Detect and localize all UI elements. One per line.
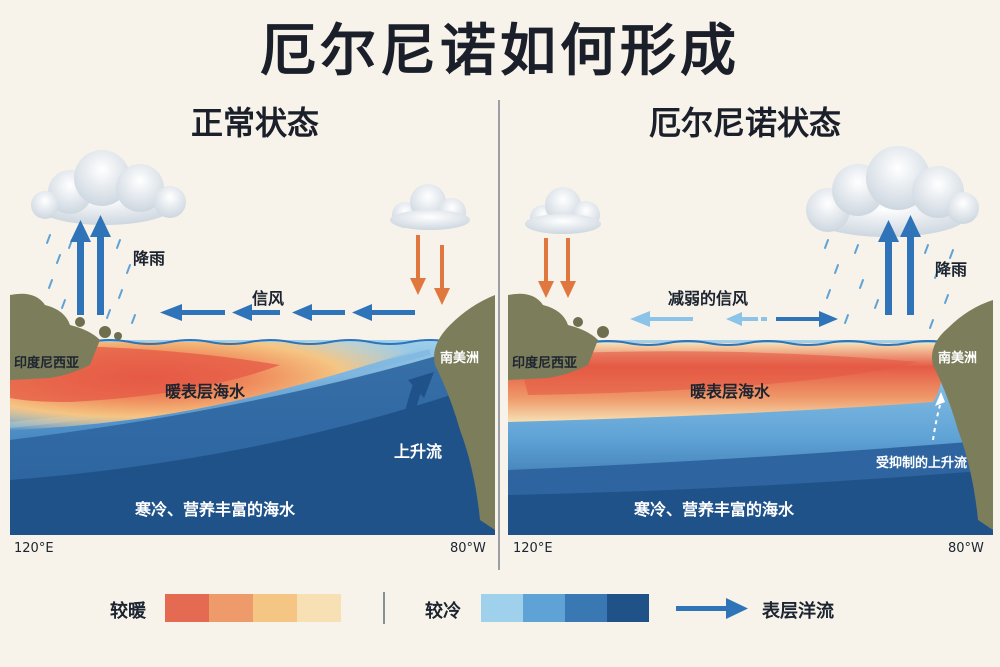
rain-drops	[824, 239, 954, 329]
legend-warm-swatch	[253, 594, 297, 622]
weakened-wind-arrows	[630, 311, 838, 327]
east-coord-normal: 80°W	[450, 541, 486, 556]
main-title: 厄尔尼诺如何形成	[260, 19, 740, 84]
west-landmass	[10, 293, 100, 380]
trade-wind-arrows	[160, 304, 415, 321]
cold-layer	[508, 470, 993, 535]
east-landmass	[434, 295, 495, 530]
warm-pool-core	[518, 351, 918, 395]
warm-water-label-elnino: 暖表层海水	[690, 382, 771, 401]
west-land-label-normal: 印度尼西亚	[14, 356, 80, 371]
dry-cloud-west	[525, 187, 601, 234]
normal-state-diagram	[10, 150, 495, 535]
cold-water-label-normal: 寒冷、营养丰富的海水	[135, 500, 296, 519]
west-coord-elnino: 120°E	[513, 541, 553, 556]
panel-title-normal: 正常状态	[190, 104, 319, 142]
east-land-label-elnino: 南美洲	[938, 351, 978, 366]
downdraft-arrows	[410, 235, 450, 305]
island	[597, 326, 609, 338]
legend-warm-swatch	[165, 594, 209, 622]
warm-water-label-normal: 暖表层海水	[165, 382, 246, 401]
west-land-label-elnino: 印度尼西亚	[512, 356, 578, 371]
panel-title-elnino: 厄尔尼诺状态	[648, 104, 841, 142]
upwelling-arrowhead	[408, 372, 434, 398]
rain-label-elnino: 降雨	[935, 260, 968, 279]
dry-cloud-east	[390, 184, 470, 230]
island	[114, 332, 122, 340]
east-coord-elnino: 80°W	[948, 541, 984, 556]
rain-drops	[46, 234, 136, 324]
wind-label-elnino: 减弱的信风	[668, 289, 749, 308]
legend-warm-swatch	[209, 594, 253, 622]
east-landmass	[932, 300, 993, 530]
convection-arrows	[70, 215, 111, 315]
legend-cold-swatch	[523, 594, 565, 622]
legend-cold-swatch	[565, 594, 607, 622]
elnino-state-diagram	[508, 146, 993, 535]
legend-cold-label: 较冷	[425, 601, 461, 622]
cold-layer	[10, 380, 495, 535]
island	[99, 326, 111, 338]
upwelling-label-elnino: 受抑制的上升流	[876, 456, 968, 471]
island	[573, 317, 583, 327]
legend-cold-swatch	[481, 594, 523, 622]
wind-label-normal: 信风	[252, 289, 285, 308]
legend-cold-swatch	[607, 594, 649, 622]
suppressed-upwelling-arrow	[932, 404, 941, 441]
rain-cloud-east	[806, 146, 979, 237]
upwelling-label-normal: 上升流	[394, 442, 443, 461]
downdraft-arrows	[538, 238, 576, 298]
legend-warm-label: 较暖	[110, 601, 146, 622]
panel-divider	[498, 100, 500, 570]
rain-cloud-west	[31, 150, 186, 225]
legend-current-label: 表层洋流	[762, 601, 834, 622]
west-landmass	[508, 293, 598, 380]
legend-current-arrow-icon	[676, 598, 748, 619]
east-land-label-normal: 南美洲	[440, 351, 480, 366]
cold-water-label-elnino: 寒冷、营养丰富的海水	[634, 500, 795, 519]
rain-label-normal: 降雨	[133, 249, 166, 268]
legend-divider	[383, 592, 385, 624]
island	[75, 317, 85, 327]
suppressed-upwelling-arrowhead	[935, 392, 945, 406]
legend-warm-swatch	[297, 594, 341, 622]
west-coord-normal: 120°E	[14, 541, 54, 556]
convection-arrows	[878, 215, 921, 315]
